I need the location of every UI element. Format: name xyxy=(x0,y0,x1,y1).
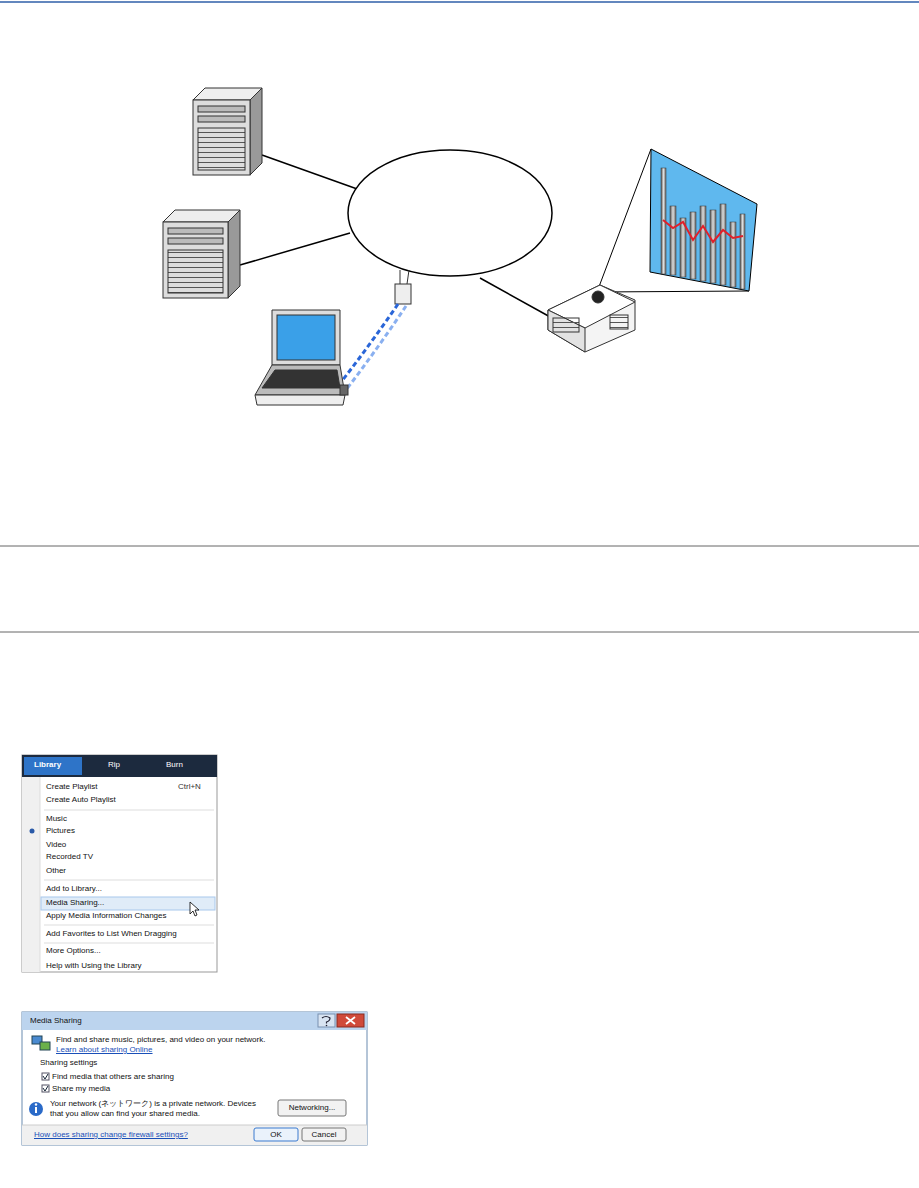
dialog-text: Learn about sharing Online xyxy=(56,1045,153,1055)
menu-screenshot xyxy=(22,755,217,972)
menu-item: Video xyxy=(46,840,66,850)
menu-item: Apply Media Information Changes xyxy=(46,911,167,921)
menu-item: Library xyxy=(34,760,61,770)
menu-item: Burn xyxy=(166,760,183,770)
section-rule xyxy=(0,546,919,547)
menu-item: More Options... xyxy=(46,946,101,956)
dialog-text: Media Sharing xyxy=(30,1016,82,1026)
dialog-text: Cancel xyxy=(312,1130,337,1140)
menu-item: Help with Using the Library xyxy=(46,961,142,971)
menu-item: Other xyxy=(46,866,66,876)
menu-item: Recorded TV xyxy=(46,852,93,862)
dialog-text: Share my media xyxy=(52,1084,110,1094)
menu-item: Create Playlist xyxy=(46,782,98,792)
menu-item: Pictures xyxy=(46,826,75,836)
access-point xyxy=(395,270,411,304)
section-rule xyxy=(0,632,919,633)
dialog-text: Your network (ネットワーク) is a private netwo… xyxy=(50,1099,265,1118)
wireless-link xyxy=(338,304,406,390)
dialog-text: Networking... xyxy=(289,1103,336,1113)
menu-item: Ctrl+N xyxy=(178,782,201,792)
dialog-text: Find media that others are sharing xyxy=(52,1072,174,1082)
network-cloud xyxy=(348,150,552,276)
menu-item: Media Sharing... xyxy=(46,898,104,908)
menu-item: Rip xyxy=(108,760,120,770)
dialog-text: Find and share music, pictures, and vide… xyxy=(56,1035,265,1045)
projected-chart xyxy=(650,149,757,291)
laptop-icon xyxy=(255,310,348,405)
dialog-text: How does sharing change firewall setting… xyxy=(34,1130,188,1140)
menu-item: Create Auto Playlist xyxy=(46,795,116,805)
header-rule xyxy=(0,1,919,3)
menu-item: Add Favorites to List When Dragging xyxy=(46,929,177,939)
menu-item: Add to Library... xyxy=(46,884,102,894)
dialog-text: OK xyxy=(270,1130,282,1140)
server-icon xyxy=(163,210,240,298)
sharing-icon xyxy=(32,1036,50,1050)
dialog-text: Sharing settings xyxy=(40,1058,97,1068)
menu-item: Music xyxy=(46,814,67,824)
dialog-screenshot xyxy=(22,1012,367,1145)
projector-icon xyxy=(548,285,635,352)
server-icon xyxy=(193,88,262,175)
